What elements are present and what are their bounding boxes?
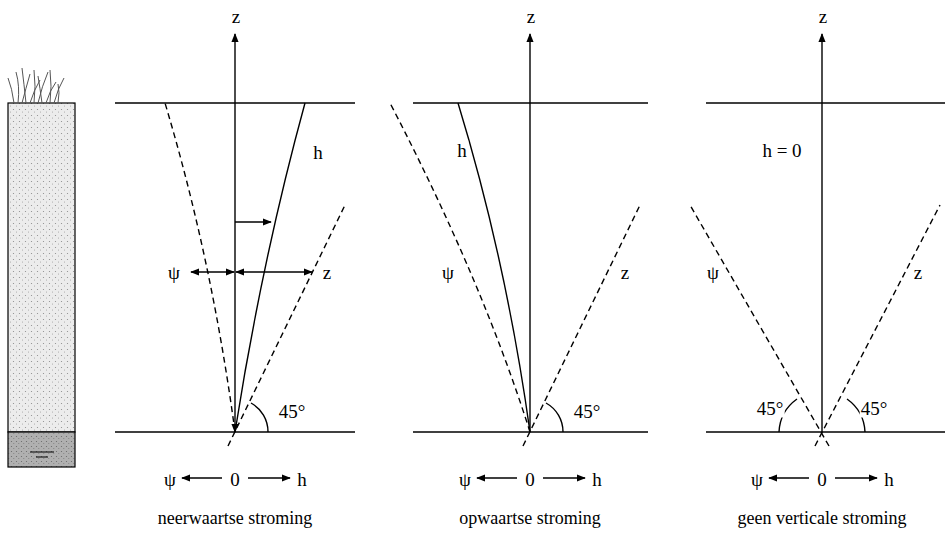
- curve-label: h: [456, 141, 468, 160]
- angle-label: 45°: [573, 402, 602, 421]
- axis-end-label: h: [883, 470, 895, 489]
- axis-end-label: ψ: [750, 470, 764, 489]
- curve-label: ψ: [706, 263, 720, 282]
- axis-label: z: [818, 7, 828, 26]
- curve-label: z: [620, 263, 630, 282]
- angle-label: 45°: [860, 399, 889, 418]
- axis-end-label: h: [591, 470, 603, 489]
- curve-label: ψ: [441, 263, 455, 282]
- origin-label: 0: [229, 470, 241, 489]
- axis-label: z: [526, 7, 536, 26]
- curve-label: z: [322, 263, 332, 282]
- angle-label: 45°: [756, 399, 785, 418]
- axis-label: z: [231, 7, 241, 26]
- curve-label: h = 0: [761, 141, 802, 160]
- panel-caption: neerwaartse stroming: [157, 509, 313, 527]
- panel-caption: geen verticale stroming: [737, 509, 908, 527]
- angle-label: 45°: [278, 402, 307, 421]
- panel-caption: opwaartse stroming: [458, 509, 601, 527]
- axis-end-label: ψ: [163, 470, 177, 489]
- curve-label: ψ: [167, 263, 181, 282]
- soil-column: [8, 68, 75, 467]
- curve-label: h: [312, 143, 324, 162]
- origin-label: 0: [816, 470, 828, 489]
- origin-label: 0: [524, 470, 536, 489]
- panel-upward: [390, 34, 648, 478]
- grass: [8, 68, 64, 103]
- panel-no-flow: [690, 34, 945, 478]
- axis-end-label: h: [296, 470, 308, 489]
- panel-downward: [115, 34, 355, 478]
- curve-label: z: [913, 263, 923, 282]
- axis-end-label: ψ: [458, 470, 472, 489]
